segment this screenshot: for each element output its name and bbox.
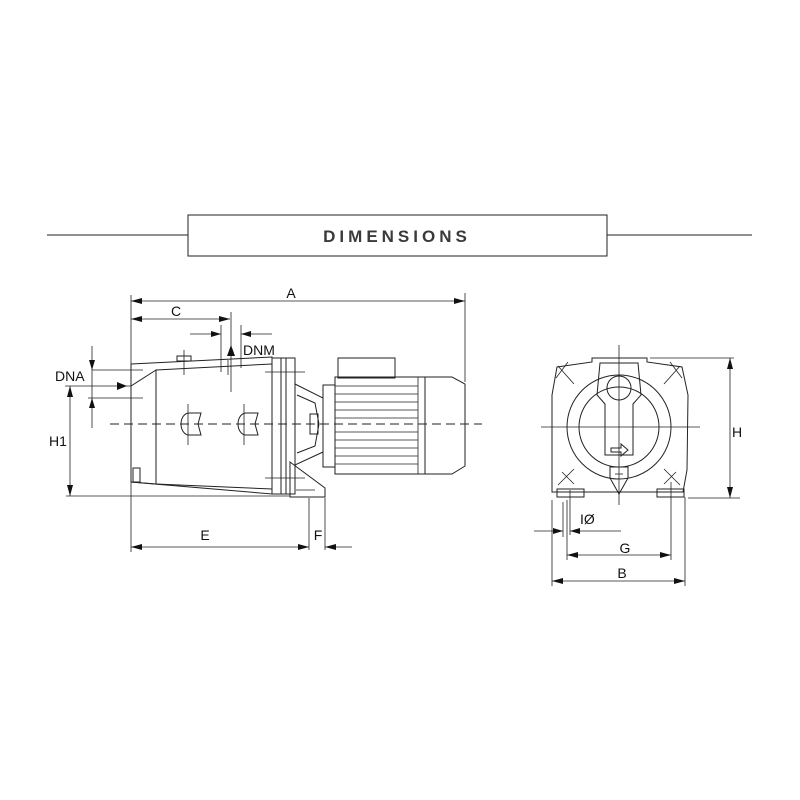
dimension-E: E xyxy=(131,527,309,550)
dimension-B: B xyxy=(551,497,686,586)
label-B: B xyxy=(617,565,626,581)
header-title: DIMENSIONS xyxy=(323,227,471,246)
label-DNM: DNM xyxy=(243,342,275,358)
dimension-hole-diameter: IØ xyxy=(534,490,621,537)
dimension-H1: H1 xyxy=(49,386,290,497)
electric-motor xyxy=(322,357,466,475)
label-H1: H1 xyxy=(49,433,67,449)
label-C: C xyxy=(171,303,181,319)
side-view: A C DNM DNA xyxy=(49,285,482,552)
header-banner: DIMENSIONS xyxy=(47,214,752,257)
dimension-F: F xyxy=(308,498,352,550)
pump-flange xyxy=(265,357,305,495)
label-DNA: DNA xyxy=(55,368,85,384)
dimension-A: A xyxy=(130,285,466,552)
dimension-C: C xyxy=(131,303,235,392)
dimension-DNM: DNM xyxy=(190,325,275,372)
label-F: F xyxy=(314,527,323,543)
terminal-box xyxy=(337,357,396,379)
front-view: H IØ G B xyxy=(534,345,742,586)
pump-front-body xyxy=(551,357,689,498)
pump-casing xyxy=(130,350,273,495)
label-H: H xyxy=(732,424,742,440)
label-G: G xyxy=(620,540,631,556)
fan-cover xyxy=(424,376,466,475)
dimension-H: H xyxy=(650,357,742,499)
label-A: A xyxy=(286,285,296,301)
dimension-G: G xyxy=(566,482,672,560)
label-hole-diameter: IØ xyxy=(580,511,595,527)
dimension-DNA: DNA xyxy=(55,346,143,428)
rotation-arrow-icon xyxy=(610,442,629,458)
header-box xyxy=(187,214,608,257)
label-E: E xyxy=(200,527,209,543)
